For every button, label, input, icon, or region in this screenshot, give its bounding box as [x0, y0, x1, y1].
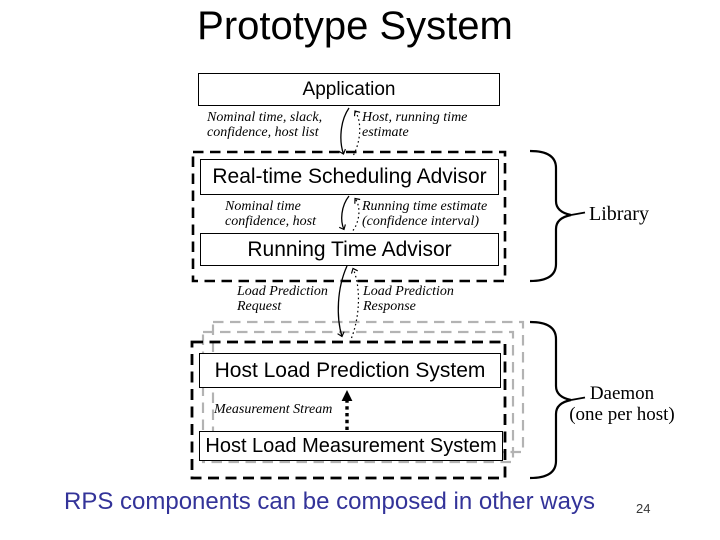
rta-hlps-arrows	[337, 265, 360, 339]
measurement-stream-label: Measurement Stream	[214, 402, 333, 417]
request-down-arrow-icon	[337, 265, 348, 338]
app-request-label: Nominal time, slack, confidence, host li…	[207, 110, 323, 140]
daemon-brace-icon	[529, 320, 586, 480]
request-down-arrow-icon	[338, 195, 350, 231]
footer-text: RPS components can be composed in other …	[64, 488, 595, 515]
rtsa-response-label: Running time estimate (confidence interv…	[362, 199, 488, 229]
rtsa-rta-arrows	[338, 195, 361, 231]
library-brace-icon	[529, 149, 586, 283]
slide-title: Prototype System	[197, 4, 513, 48]
library-boundary	[191, 150, 507, 283]
app-response-label: Host, running time estimate	[362, 110, 468, 140]
running-time-advisor-box: Running Time Advisor	[200, 233, 499, 266]
app-rtsa-arrows	[338, 107, 361, 156]
library-label: Library	[589, 203, 649, 225]
response-up-arrow-icon	[352, 197, 361, 231]
load-prediction-request-label: Load Prediction Request	[237, 284, 328, 314]
response-up-arrow-icon	[352, 110, 361, 156]
rtsa-request-label: Nominal time confidence, host	[225, 199, 316, 229]
host-load-measurement-system-box: Host Load Measurement System	[199, 431, 503, 461]
host-load-prediction-system-box: Host Load Prediction System	[199, 353, 501, 388]
load-prediction-response-label: Load Prediction Response	[363, 284, 454, 314]
daemon-label: Daemon (one per host)	[569, 383, 675, 425]
measurement-stream-arrow-icon	[341, 390, 353, 430]
realtime-scheduling-advisor-box: Real-time Scheduling Advisor	[200, 159, 499, 195]
page-number: 24	[636, 501, 651, 516]
response-up-arrow-icon	[350, 267, 360, 339]
daemon-boundary	[190, 340, 507, 480]
request-down-arrow-icon	[338, 107, 350, 155]
application-box: Application	[198, 73, 500, 106]
